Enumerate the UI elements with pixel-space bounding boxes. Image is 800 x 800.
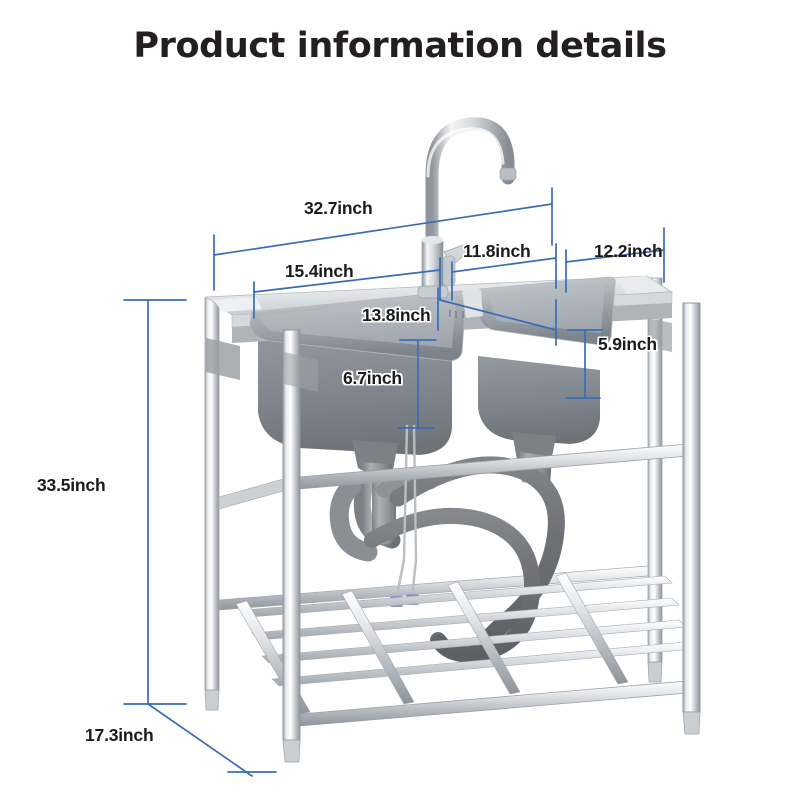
dimension-label-right-bowl-depth: 5.9inch — [598, 334, 657, 354]
lower-shelf — [235, 572, 700, 727]
dimension-label-overall-height: 33.5inch — [37, 475, 106, 495]
adjustable-leg-foot — [647, 661, 663, 683]
page-title: Product information details — [133, 26, 667, 66]
dimline-right-bowl-width — [451, 257, 557, 273]
dimline-right-ledge-width — [565, 249, 665, 263]
frame-front-legs — [204, 302, 701, 763]
dimline-overall-depth — [147, 703, 253, 777]
dimension-label-left-bowl-depth: 6.7inch — [343, 368, 402, 388]
adjustable-leg-foot — [204, 689, 220, 711]
faucet[interactable] — [417, 117, 517, 299]
dimline-bowl-front-to-back — [439, 299, 557, 331]
dimension-label-right-ledge-width: 12.2inch — [594, 241, 663, 261]
overflow-slots — [449, 310, 464, 318]
dimline-overall-width — [213, 203, 553, 256]
dimension-label-overall-depth: 17.3inch — [85, 725, 154, 745]
adjustable-leg-foot — [682, 711, 701, 735]
adjustable-leg-foot — [282, 739, 301, 763]
dimension-label-overall-width: 32.7inch — [304, 198, 373, 218]
dimension-label-right-bowl-width: 11.8inch — [463, 241, 531, 261]
dimension-label-left-bowl-width: 15.4inch — [285, 261, 354, 281]
dimline-left-bowl-width — [253, 269, 441, 293]
dimension-label-bowl-front-to-back: 13.8inch — [362, 305, 431, 325]
dimension-lines — [123, 187, 665, 777]
